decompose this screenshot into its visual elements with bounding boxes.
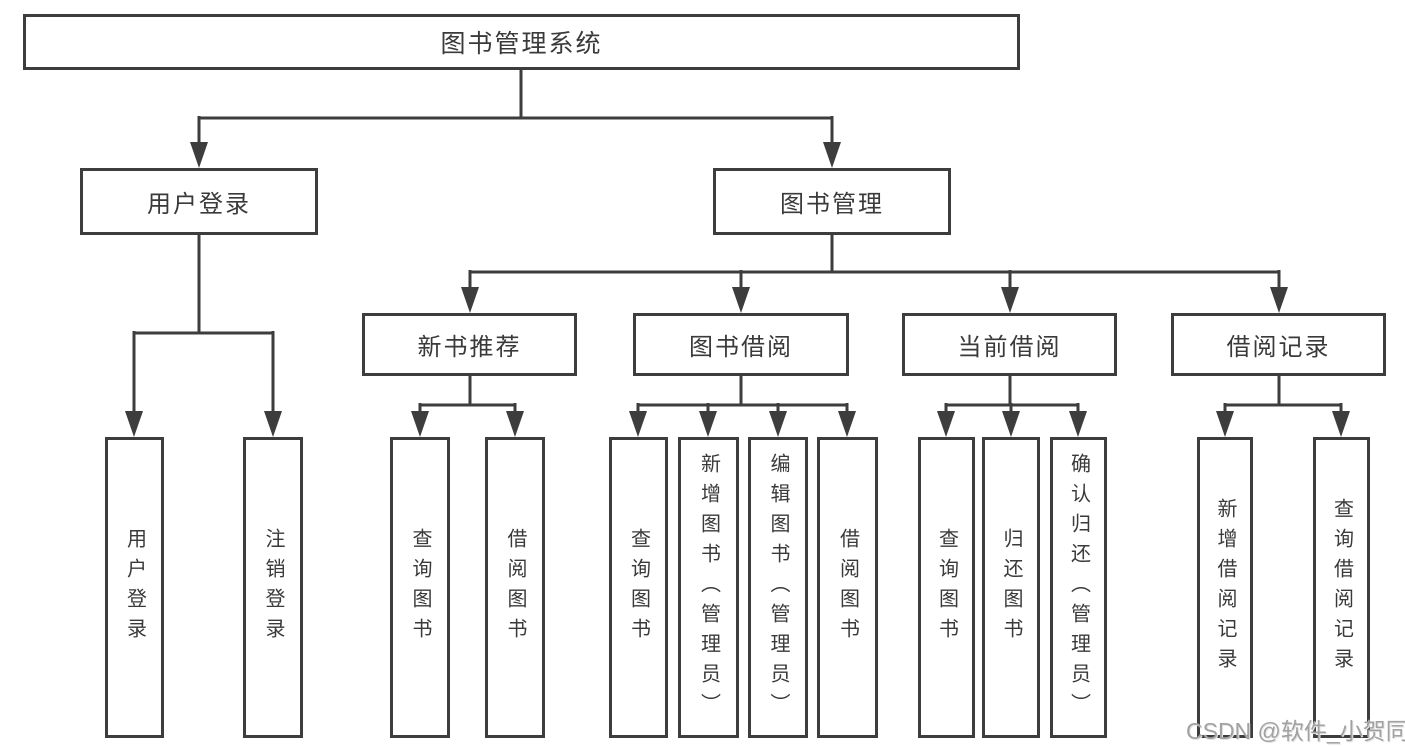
arrow-down-icon — [1216, 411, 1234, 437]
leaf-add-book-admin-label: 新增图书（管理员） — [697, 452, 720, 723]
arrow-down-icon — [1332, 411, 1350, 437]
leaf-borrow-books: 借阅图书 — [817, 437, 878, 738]
node-root-label: 图书管理系统 — [440, 30, 603, 58]
leaf-logout-login: 注销登录 — [243, 437, 303, 738]
leaf-user-login-label: 用户登录 — [123, 527, 146, 648]
node-current-borrow-label: 当前借阅 — [957, 334, 1062, 361]
edge-newbook-to-leaves — [418, 376, 517, 418]
node-borrow-records-label: 借阅记录 — [1226, 334, 1331, 361]
leaf-query-books-borrow-label: 查询图书 — [627, 527, 650, 648]
arrow-down-icon — [629, 411, 647, 437]
arrow-down-icon — [937, 411, 955, 437]
leaf-query-books-current-label: 查询图书 — [935, 527, 958, 648]
csdn-watermark: CSDN @软件_小贺同学 — [1186, 718, 1405, 744]
node-user-login: 用户登录 — [80, 168, 318, 235]
arrow-down-icon — [1270, 287, 1288, 313]
arrow-down-icon — [125, 411, 143, 437]
edge-currentborrow-to-leaves — [944, 376, 1080, 418]
node-book-management: 图书管理 — [713, 168, 951, 235]
leaf-query-books-recommend-label: 查询图书 — [409, 527, 431, 648]
leaf-query-books-current: 查询图书 — [918, 437, 975, 738]
leaf-borrow-books-label: 借阅图书 — [836, 527, 859, 648]
node-book-management-label: 图书管理 — [780, 191, 884, 218]
arrow-down-icon — [838, 411, 856, 437]
node-borrow-records: 借阅记录 — [1171, 313, 1386, 376]
leaf-logout-login-label: 注销登录 — [262, 527, 284, 648]
arrow-down-icon — [699, 411, 717, 437]
leaf-query-books-recommend: 查询图书 — [390, 437, 450, 738]
leaf-query-books-borrow: 查询图书 — [609, 437, 668, 738]
leaf-edit-book-admin: 编辑图书（管理员） — [748, 437, 808, 738]
leaf-user-login: 用户登录 — [105, 437, 164, 738]
leaf-borrow-books-recommend-label: 借阅图书 — [504, 527, 526, 648]
arrow-down-icon — [732, 287, 750, 313]
arrow-down-icon — [411, 411, 429, 437]
edge-bookmgmt-to-level2 — [468, 235, 1281, 294]
edge-userlogin-to-leaves — [132, 235, 275, 418]
arrow-down-icon — [264, 411, 282, 437]
node-book-borrow-label: 图书借阅 — [689, 334, 793, 361]
node-new-book-recommend-label: 新书推荐 — [417, 334, 522, 361]
node-root-system: 图书管理系统 — [23, 14, 1020, 70]
node-book-borrow: 图书借阅 — [633, 313, 849, 376]
leaf-add-book-admin: 新增图书（管理员） — [678, 437, 739, 738]
arrow-down-icon — [506, 411, 524, 437]
leaf-confirm-return-admin: 确认归还（管理员） — [1050, 437, 1107, 738]
leaf-return-book: 归还图书 — [982, 437, 1040, 738]
edge-root-to-level1 — [197, 70, 834, 148]
leaf-query-borrow-record-label: 查询借阅记录 — [1330, 497, 1353, 678]
leaf-confirm-return-admin-label: 确认归还（管理员） — [1067, 452, 1090, 723]
arrow-down-icon — [1001, 287, 1019, 313]
node-new-book-recommend: 新书推荐 — [362, 313, 577, 376]
leaf-add-borrow-record: 新增借阅记录 — [1197, 437, 1253, 738]
arrow-down-icon — [1069, 411, 1087, 437]
leaf-edit-book-admin-label: 编辑图书（管理员） — [767, 452, 789, 723]
arrow-down-icon — [769, 411, 787, 437]
arrow-down-icon — [190, 142, 208, 168]
node-current-borrow: 当前借阅 — [902, 313, 1117, 376]
leaf-add-borrow-record-label: 新增借阅记录 — [1214, 497, 1236, 678]
arrow-down-icon — [1002, 411, 1020, 437]
leaf-query-borrow-record: 查询借阅记录 — [1313, 437, 1370, 738]
edge-bookborrow-to-leaves — [636, 376, 849, 418]
edge-borrowrecords-to-leaves — [1223, 376, 1343, 418]
arrow-down-icon — [823, 142, 841, 168]
leaf-borrow-books-recommend: 借阅图书 — [485, 437, 545, 738]
arrow-down-icon — [461, 287, 479, 313]
node-user-login-label: 用户登录 — [147, 191, 251, 218]
leaf-return-book-label: 归还图书 — [1000, 527, 1022, 648]
